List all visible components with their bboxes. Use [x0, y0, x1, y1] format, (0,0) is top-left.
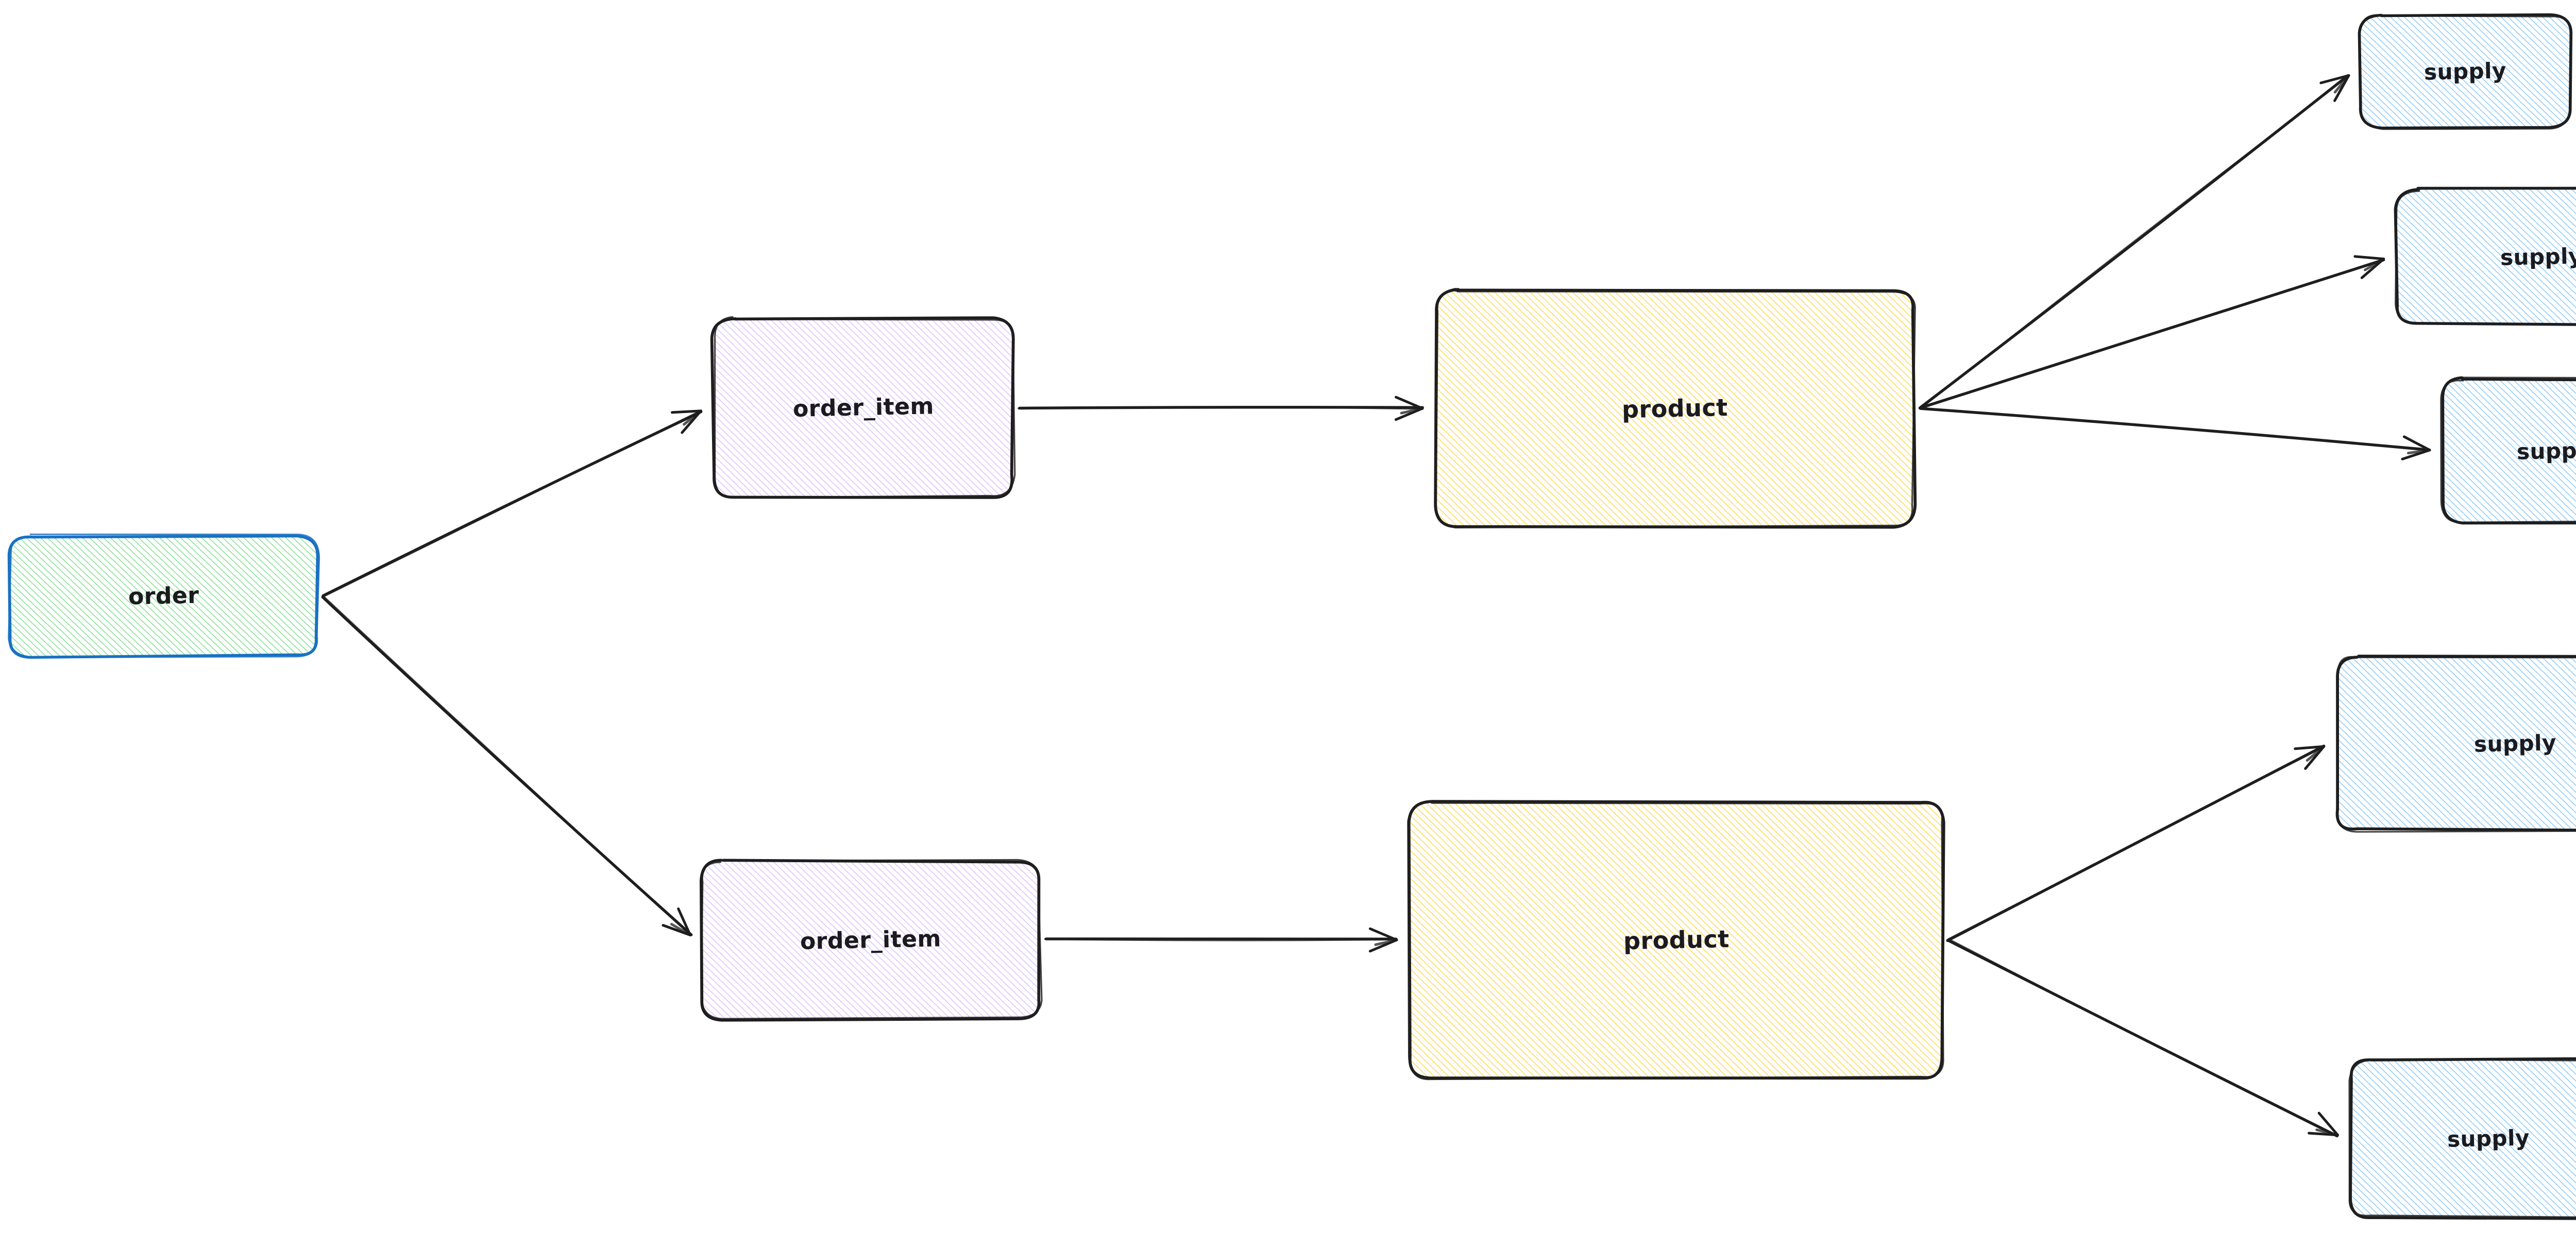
node-label-order_item_2: order_item: [800, 925, 942, 955]
node-product_2[interactable]: product: [1404, 796, 1948, 1084]
edge-order-to-order_item_2: [321, 594, 693, 936]
node-order[interactable]: order: [4, 530, 324, 662]
node-label-supply_1: supply: [2424, 57, 2507, 85]
node-shape-order_item_2: [700, 859, 1043, 1022]
edge-product_1-to-supply_1: [1919, 74, 2350, 409]
node-label-order_item_1: order_item: [792, 393, 934, 422]
node-shape-product_2: [1407, 800, 1945, 1081]
node-label-order: order: [128, 582, 200, 610]
edge-product_2-to-supply_4: [1946, 744, 2326, 942]
node-supply_4[interactable]: supply: [2330, 650, 2576, 836]
node-shape-supply_4: [2335, 655, 2576, 833]
node-label-supply_4: supply: [2473, 729, 2556, 757]
node-supply_3[interactable]: supply: [2437, 373, 2576, 528]
edge-order_item_2-to-product_2: [1044, 927, 1398, 953]
node-shape-supply_1: [2358, 13, 2573, 130]
node-shape-product_1: [1434, 288, 1917, 529]
node-shape-supply_3: [2440, 376, 2576, 525]
node-label-supply_3: supply: [2516, 437, 2576, 465]
node-product_1[interactable]: product: [1430, 285, 1920, 532]
node-label-supply_5: supply: [2447, 1124, 2530, 1152]
edge-product_1-to-supply_2: [1918, 255, 2385, 410]
node-supply_5[interactable]: supply: [2344, 1053, 2576, 1223]
node-supply_1[interactable]: supply: [2354, 9, 2576, 133]
node-order_item_2[interactable]: order_item: [696, 855, 1046, 1025]
edge-product_2-to-supply_5: [1947, 938, 2339, 1138]
edge-order_item_1-to-product_1: [1018, 396, 1424, 421]
node-order_item_1[interactable]: order_item: [707, 313, 1019, 502]
node-shape-supply_5: [2348, 1057, 2576, 1220]
node-shape-supply_2: [2394, 186, 2576, 326]
node-label-product_2: product: [1623, 924, 1730, 955]
edge-order-to-order_item_1: [321, 409, 703, 597]
node-shape-order: [7, 533, 320, 659]
node-shape-order_item_1: [710, 316, 1016, 499]
node-label-supply_2: supply: [2500, 243, 2576, 270]
node-supply_2[interactable]: supply: [2391, 184, 2576, 330]
edge-product_1-to-supply_3: [1919, 407, 2431, 460]
node-label-product_1: product: [1621, 393, 1728, 424]
